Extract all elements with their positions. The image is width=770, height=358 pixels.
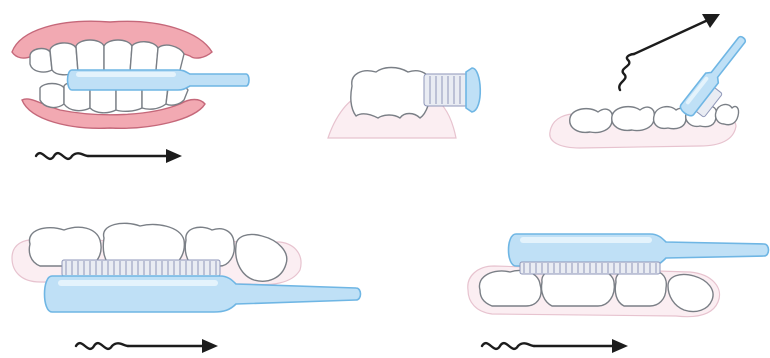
toothbrush-high	[509, 234, 769, 274]
panel-outer-surface-high	[468, 234, 769, 353]
toothbrush-low	[45, 260, 361, 312]
motion-arrow-horizontal-3	[482, 339, 628, 353]
outer-teeth-high	[479, 269, 713, 312]
panel-molar-side	[328, 68, 480, 139]
motion-arrow-horizontal-1	[36, 149, 182, 163]
panel-front-teeth	[12, 21, 249, 163]
molar-tooth	[351, 68, 431, 119]
toothbrush-molar	[424, 68, 480, 112]
panel-outer-surface-low	[12, 223, 361, 353]
motion-arrow-horizontal-2	[76, 339, 218, 353]
toothbrush-front	[68, 70, 250, 90]
panel-inner-teeth	[550, 14, 758, 148]
